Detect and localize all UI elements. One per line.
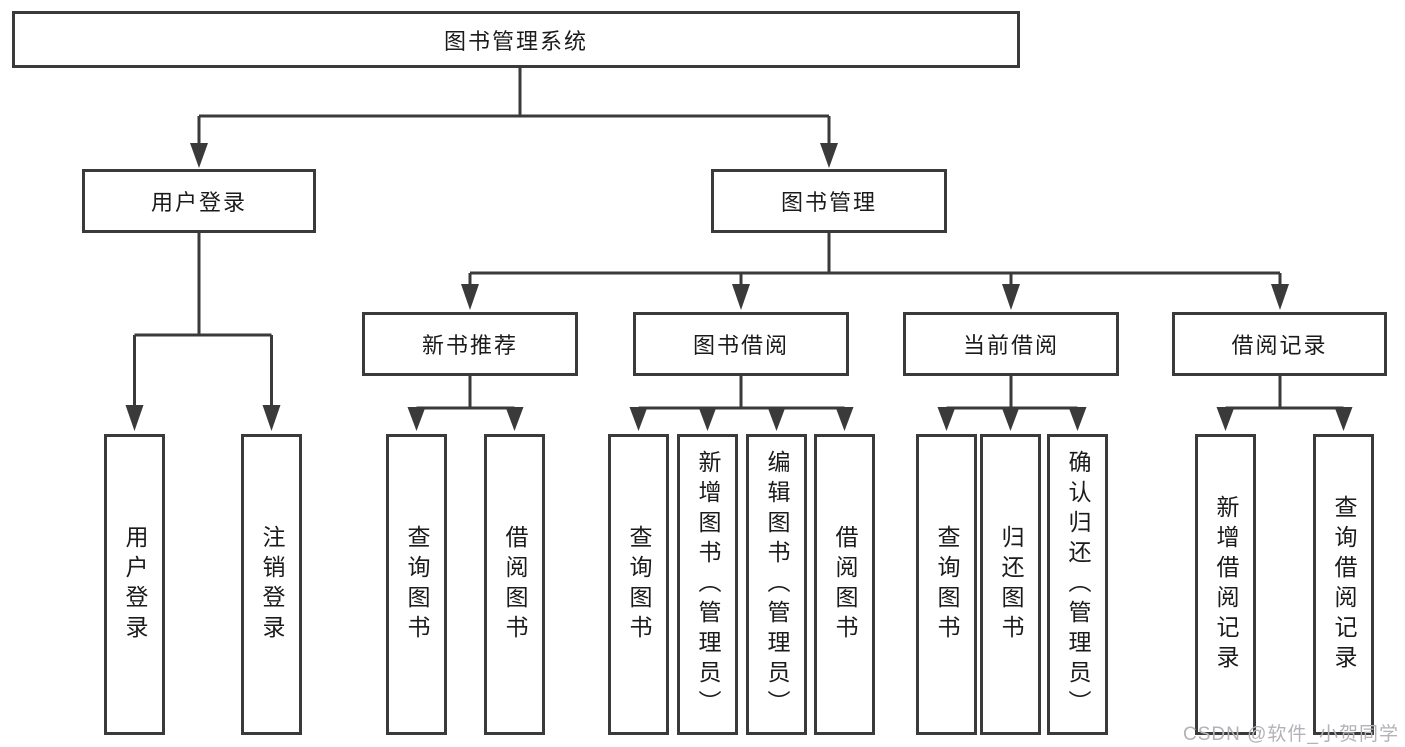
node-borrowing-records: 借阅记录 xyxy=(1172,312,1387,376)
arrowhead xyxy=(1002,284,1020,310)
node-root: 图书管理系统 xyxy=(12,11,1020,68)
arrowhead xyxy=(835,407,854,431)
leaf-query-books-recommend: 查询图书 xyxy=(386,434,447,735)
arrowheads xyxy=(125,143,1353,431)
arrowhead xyxy=(1216,407,1235,431)
arrowhead xyxy=(262,405,281,431)
arrowhead xyxy=(767,407,786,431)
arrowhead xyxy=(732,284,750,310)
arrowhead xyxy=(461,284,479,310)
arrowhead xyxy=(407,407,426,431)
arrowhead xyxy=(937,407,956,431)
leaf-return-books: 归还图书 xyxy=(980,434,1041,735)
arrowhead xyxy=(1271,284,1289,310)
arrowhead xyxy=(820,143,838,168)
arrowhead xyxy=(1068,407,1087,431)
leaf-query-books-current: 查询图书 xyxy=(916,434,977,735)
leaf-borrow-books: 借阅图书 xyxy=(814,434,875,735)
node-current-borrowing: 当前借阅 xyxy=(903,312,1119,376)
arrowhead xyxy=(698,407,717,431)
node-user-login: 用户登录 xyxy=(82,169,316,233)
arrowhead xyxy=(125,405,144,431)
watermark: CSDN @软件_小贺同学 xyxy=(1183,724,1399,745)
arrowhead xyxy=(190,143,208,168)
arrowhead xyxy=(629,407,648,431)
node-new-book-recommend: 新书推荐 xyxy=(362,312,578,376)
leaf-confirm-return-admin: 确认归还（管理员） xyxy=(1047,434,1108,735)
arrowhead xyxy=(1001,407,1020,431)
leaf-add-borrow-record: 新增借阅记录 xyxy=(1195,434,1256,735)
arrowhead xyxy=(1334,407,1353,431)
leaf-logout: 注销登录 xyxy=(241,434,302,735)
node-book-borrowing: 图书借阅 xyxy=(633,312,849,376)
leaf-add-books-admin: 新增图书（管理员） xyxy=(677,434,738,735)
node-book-management: 图书管理 xyxy=(711,169,947,233)
leaf-user-login: 用户登录 xyxy=(104,434,165,735)
leaf-edit-books-admin: 编辑图书（管理员） xyxy=(746,434,807,735)
leaf-query-books-borrowing: 查询图书 xyxy=(608,434,669,735)
arrowhead xyxy=(505,407,524,431)
leaf-borrow-books-recommend: 借阅图书 xyxy=(484,434,545,735)
leaf-query-borrow-record: 查询借阅记录 xyxy=(1313,434,1374,735)
